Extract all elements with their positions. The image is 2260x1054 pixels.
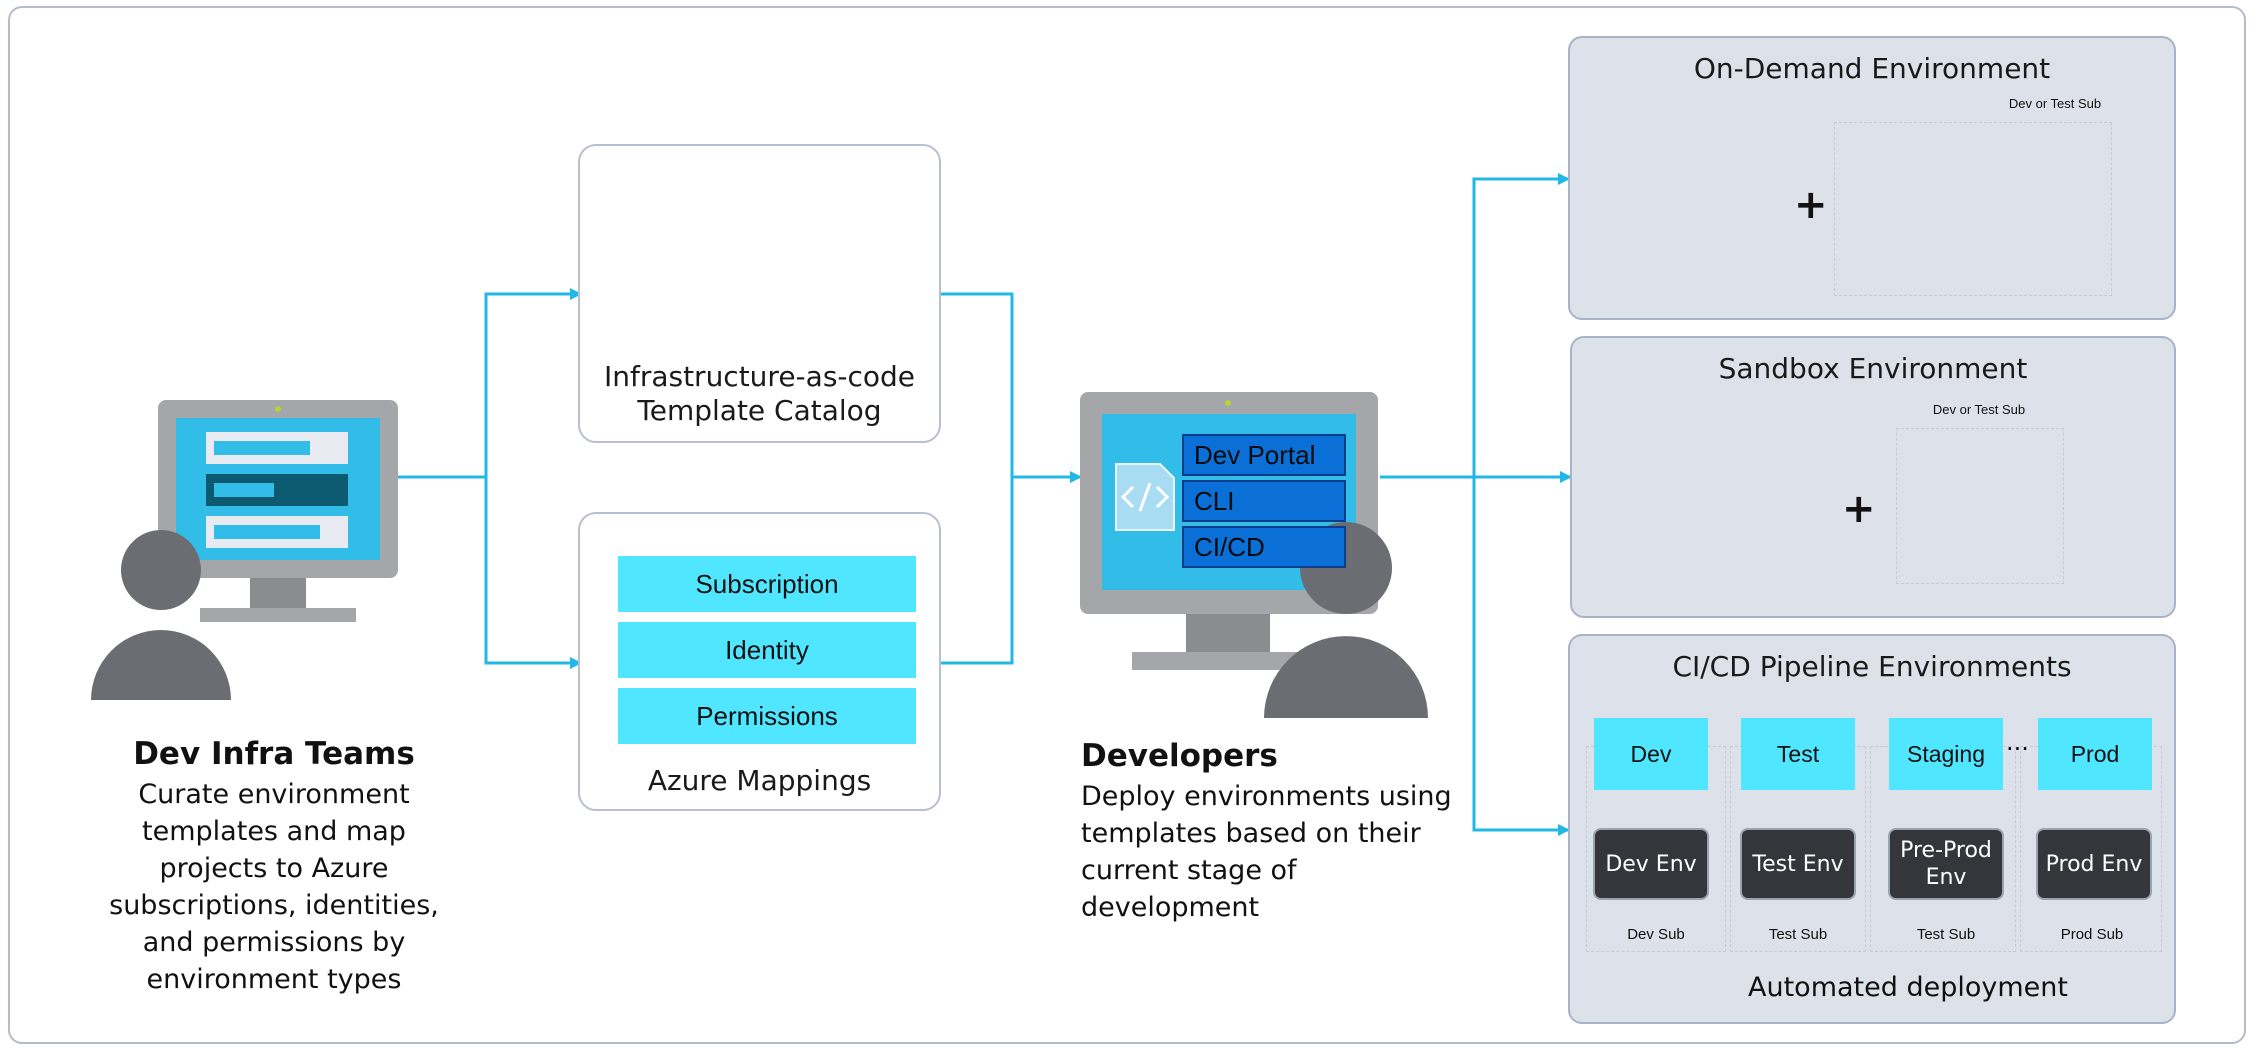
pipeline-title: CI/CD Pipeline Environments (1672, 650, 2072, 683)
connector-infra-to-mappings (484, 477, 582, 669)
on-demand-sub-label: Dev or Test Sub (2008, 96, 2102, 111)
developers-menu: Dev Portal CLI CI/CD (1182, 434, 1346, 568)
developers-code-file-icon (1115, 463, 1175, 531)
developers-description: Deploy environments using templates base… (1081, 781, 1452, 923)
stage-staging: Staging (1889, 718, 2003, 790)
connector-catalog-to-developers (941, 292, 1082, 483)
env-prod: Prod Env (2036, 828, 2152, 900)
dev-infra-text: Dev Infra Teams Curate environment templ… (86, 736, 462, 998)
connector-mappings-to-developers (941, 477, 1014, 665)
dev-infra-description: Curate environment templates and map pro… (109, 779, 439, 995)
on-demand-title: On-Demand Environment (1693, 52, 2051, 85)
sandbox-title: Sandbox Environment (1718, 352, 2028, 385)
mapping-subscription: Subscription (618, 556, 916, 612)
stage-dev: Dev (1594, 718, 1708, 790)
diagram-frame (8, 6, 2246, 1044)
template-catalog-label-line1: Infrastructure-as-code (603, 360, 916, 393)
dev-infra-title: Dev Infra Teams (133, 736, 415, 772)
developers-text: Developers Deploy environments using tem… (1081, 738, 1461, 926)
pipeline-environment-panel: CI/CD Pipeline Environments Dev Test Sta… (1568, 634, 2176, 1024)
template-catalog-card: Infrastructure-as-code Template Catalog (578, 144, 941, 443)
env-dev: Dev Env (1593, 828, 1709, 900)
sandbox-environment-panel: Sandbox Environment Dev or Test Sub + (1570, 336, 2176, 618)
template-catalog-label-line2: Template Catalog (637, 394, 882, 427)
sub-label-dev: Dev Sub (1627, 926, 1685, 943)
mapping-permissions: Permissions (618, 688, 916, 744)
on-demand-plus: + (1794, 182, 1828, 228)
template-catalog-label: Infrastructure-as-code Template Catalog (580, 360, 939, 428)
connector-infra-to-catalog (398, 288, 582, 479)
dev-infra-person-icon (91, 530, 231, 700)
on-demand-sub-box (1834, 122, 2112, 296)
automation-label: Automated deployment (1748, 972, 2068, 1003)
dev-infra-monitor (158, 400, 398, 622)
menu-ci-cd[interactable]: CI/CD (1182, 526, 1346, 568)
stage-ellipsis: ... (2006, 728, 2029, 756)
mapping-identity: Identity (618, 622, 916, 678)
sandbox-plus: + (1842, 486, 1876, 532)
sub-label-prod: Prod Sub (2060, 926, 2124, 943)
sandbox-sub-box (1896, 428, 2064, 584)
azure-mappings-card: Subscription Identity Permissions Azure … (578, 512, 941, 811)
developers-title: Developers (1081, 738, 1278, 774)
sub-label-staging: Test Sub (1916, 926, 1976, 943)
env-pre-prod: Pre-Prod Env (1888, 828, 2004, 900)
connector-developers-to-pipeline (1472, 477, 1570, 836)
env-test: Test Env (1740, 828, 1856, 900)
menu-cli[interactable]: CLI (1182, 480, 1346, 522)
connector-developers-to-ondemand (1380, 173, 1570, 479)
menu-dev-portal[interactable]: Dev Portal (1182, 434, 1346, 476)
azure-mappings-label: Azure Mappings (647, 764, 872, 797)
connectors (398, 173, 1572, 836)
sandbox-sub-label: Dev or Test Sub (1932, 402, 2026, 417)
sub-label-test: Test Sub (1768, 926, 1828, 943)
stage-test: Test (1741, 718, 1855, 790)
stage-prod: Prod (2038, 718, 2152, 790)
on-demand-environment-panel: On-Demand Environment Dev or Test Sub + (1568, 36, 2176, 320)
